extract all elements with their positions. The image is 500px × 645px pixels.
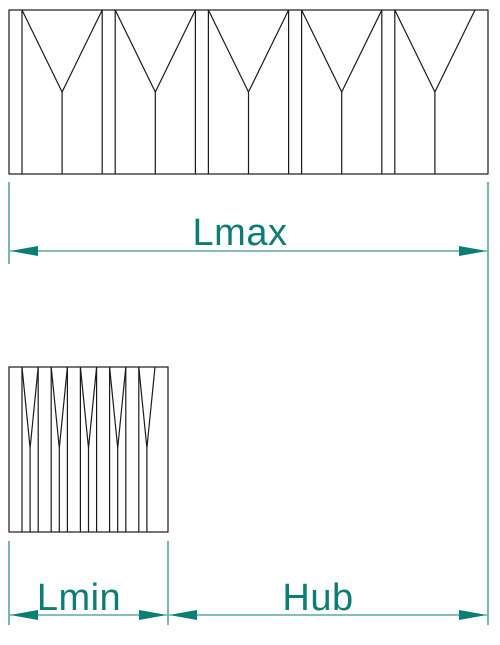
hub-arrow-right-icon xyxy=(459,610,487,620)
compressed-fold-v xyxy=(79,366,98,449)
extended-fold-v xyxy=(21,9,103,94)
extended-bellows-folds xyxy=(21,9,476,174)
extended-fold-v xyxy=(301,9,383,94)
compressed-fold-v xyxy=(109,366,127,449)
compressed-bellows xyxy=(8,366,169,533)
compressed-fold-v xyxy=(21,366,39,449)
extended-bellows xyxy=(8,9,489,175)
extended-fold-v xyxy=(207,9,290,94)
extended-fold-v xyxy=(114,9,196,94)
lmin-arrow-right-icon xyxy=(139,610,167,620)
lmin-dimension: Lmin xyxy=(8,541,169,625)
compressed-bellows-folds xyxy=(21,366,156,532)
lmin-arrow-left-icon xyxy=(10,610,38,620)
lmax-arrow-right-icon xyxy=(459,246,487,256)
lmin-label: Lmin xyxy=(37,577,121,619)
compressed-fold-v xyxy=(138,366,156,449)
hub-arrow-left-icon xyxy=(169,610,197,620)
lmax-dimension: Lmax xyxy=(8,182,489,625)
lmax-label: Lmax xyxy=(193,212,288,254)
extended-fold-v xyxy=(394,9,476,94)
compressed-fold-v xyxy=(50,366,68,449)
hub-dimension: Hub xyxy=(169,577,487,620)
hub-label: Hub xyxy=(282,577,353,619)
lmax-arrow-left-icon xyxy=(10,246,38,256)
